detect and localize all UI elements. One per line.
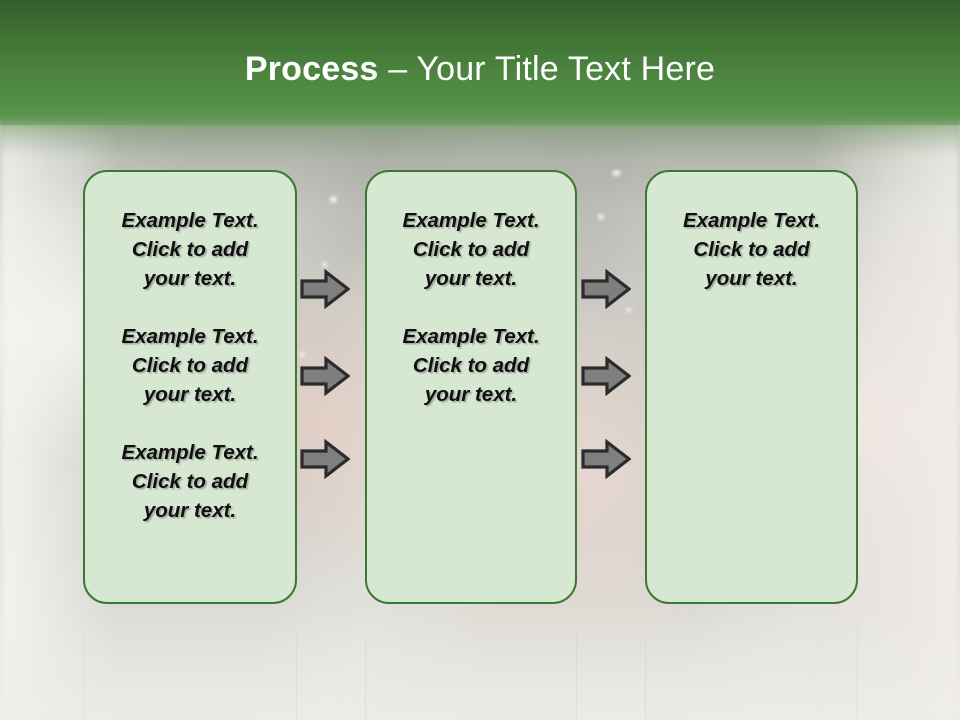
arrow-right-icon[interactable]: [300, 439, 350, 479]
process-text[interactable]: Example Text. Click to add your text.: [402, 325, 540, 406]
arrow-right-icon[interactable]: [300, 356, 350, 396]
background-speck: [612, 170, 621, 176]
arrow-right-icon[interactable]: [581, 269, 631, 309]
box-reflection-1: [83, 608, 297, 720]
page-title: Process – Your Title Text Here: [0, 48, 960, 90]
process-box-3[interactable]: Example Text. Click to add your text.: [645, 170, 858, 604]
page-title-rest: – Your Title Text Here: [378, 50, 716, 88]
title-bar: [0, 0, 960, 125]
process-text[interactable]: Example Text. Click to add your text.: [121, 325, 259, 406]
arrow-right-icon[interactable]: [300, 269, 350, 309]
process-box-1[interactable]: Example Text. Click to add your text. Ex…: [83, 170, 297, 604]
background-speck: [598, 214, 604, 220]
box-reflection-3: [645, 608, 858, 720]
page-title-bold: Process: [244, 50, 379, 88]
process-text[interactable]: Example Text. Click to add your text.: [121, 209, 259, 290]
background-speck: [626, 308, 632, 312]
box-reflection-2: [365, 608, 577, 720]
background-speck: [330, 196, 337, 203]
arrow-right-icon[interactable]: [581, 356, 631, 396]
background-speck: [300, 352, 305, 357]
title-bar-fade: [0, 110, 960, 156]
process-text[interactable]: Example Text. Click to add your text.: [682, 209, 821, 290]
process-box-2[interactable]: Example Text. Click to add your text. Ex…: [365, 170, 577, 604]
process-text[interactable]: Example Text. Click to add your text.: [402, 209, 540, 290]
arrow-right-icon[interactable]: [581, 439, 631, 479]
process-text[interactable]: Example Text. Click to add your text.: [121, 441, 259, 522]
background-speck: [322, 262, 327, 267]
